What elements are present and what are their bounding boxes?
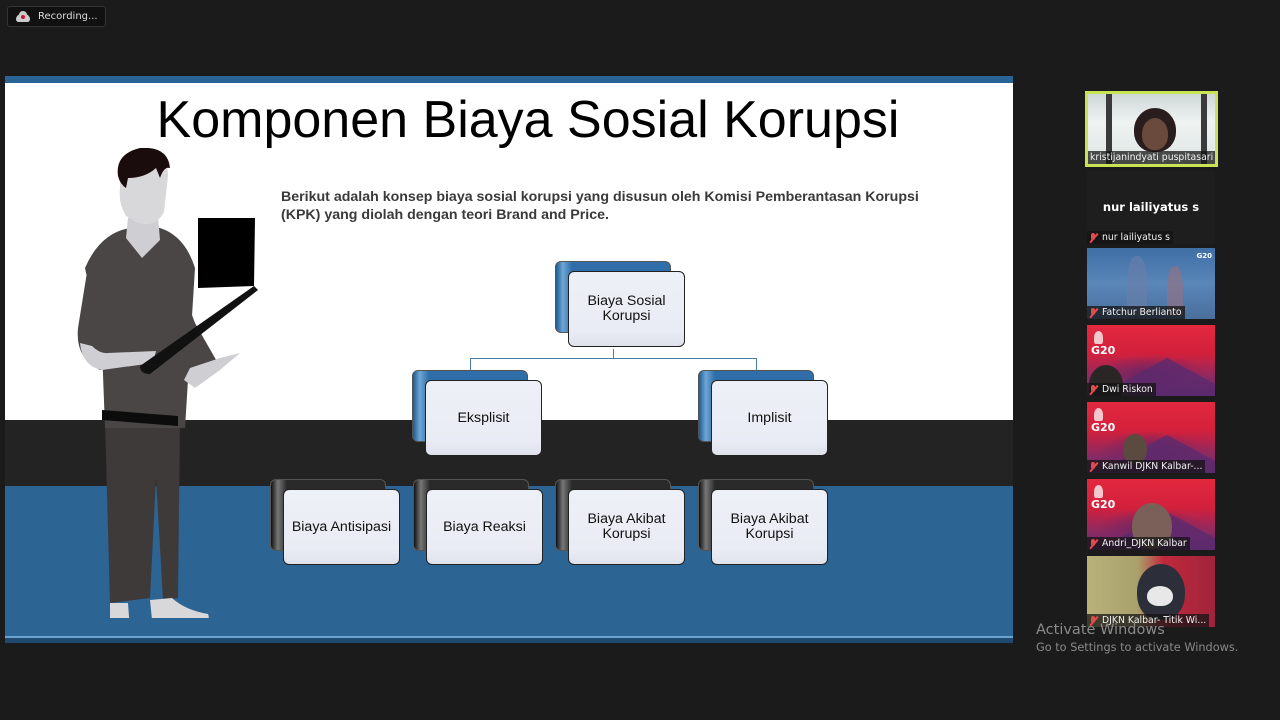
g20-logo: G20 [1091,485,1115,510]
participant-tile[interactable]: G20 Kanwil DJKN Kalbar-... [1087,402,1215,473]
org-node-label: Biaya Sosial Korupsi [568,271,685,347]
slide-bottom-edge [5,638,1013,643]
org-node-biaya-akibat-korupsi-1: Biaya Akibat Korupsi [555,479,685,565]
participant-display-name: nur lailiyatus s [1102,200,1200,214]
participant-name-label: DJKN Kalbar- Titik Wi... [1087,614,1210,627]
participant-video-person [1123,434,1147,464]
mic-muted-icon [1089,232,1098,243]
recording-label: Recording... [38,11,98,22]
participant-name-label: Dwi Riskon [1087,383,1156,396]
mic-muted-icon [1089,615,1098,626]
video-background-figure [1127,256,1147,316]
mic-muted-icon [1089,307,1098,318]
participant-name-label: Kanwil DJKN Kalbar-... [1087,460,1206,473]
video-window-frame [1201,94,1207,164]
participant-name-label: Fatchur Berlianto [1087,306,1185,319]
participant-tile[interactable]: DJKN Kalbar- Titik Wi... [1087,556,1215,627]
slide-intro-text: Berikut adalah konsep biaya sosial korup… [281,189,919,223]
participant-tile-active-speaker[interactable]: kristijanindyati puspitasari [1085,91,1218,167]
g20-logo: G20 [1091,331,1115,356]
org-node-label: Implisit [711,380,828,456]
org-node-root: Biaya Sosial Korupsi [555,261,685,347]
recording-indicator[interactable]: Recording... [7,6,106,27]
org-node-biaya-reaksi: Biaya Reaksi [413,479,543,565]
slide-title: Komponen Biaya Sosial Korupsi [156,91,900,149]
g20-logo-small: G20 [1196,252,1213,260]
participant-video-face [1142,118,1168,150]
participant-name-label: nur lailiyatus s [1087,231,1173,244]
g20-logo: G20 [1091,408,1115,433]
participant-name-label: Andri_DJKN Kalbar [1087,537,1190,550]
cloud-record-icon [16,10,30,22]
org-node-label: Biaya Akibat Korupsi [568,489,685,565]
participant-face-mask [1147,586,1173,606]
slide-top-bar [5,76,1013,83]
shared-slide: Komponen Biaya Sosial Korupsi Berikut ad… [5,76,1013,643]
video-background-figure [1167,266,1183,316]
org-node-label: Eksplisit [425,380,542,456]
activate-windows-watermark: Activate Windows Go to Settings to activ… [1036,621,1238,656]
participant-tile[interactable]: G20 Fatchur Berlianto [1087,248,1215,319]
mic-muted-icon [1089,384,1098,395]
participant-tile-audio-only[interactable]: nur lailiyatus s nur lailiyatus s [1087,171,1215,244]
org-node-label: Biaya Antisipasi [283,489,400,565]
chart-connector-horizontal [470,358,757,359]
org-node-biaya-antisipasi: Biaya Antisipasi [270,479,400,565]
org-node-label: Biaya Akibat Korupsi [711,489,828,565]
slide-blue-line [5,636,1013,638]
org-node-eksplisit: Eksplisit [412,370,542,456]
chart-connector-left-down [470,358,471,372]
participant-name-label: kristijanindyati puspitasari [1088,151,1215,164]
participant-tile[interactable]: G20 Dwi Riskon [1087,325,1215,396]
man-with-laptop-illustration [77,148,258,618]
watermark-title: Activate Windows [1036,622,1165,638]
org-node-biaya-akibat-korupsi-2: Biaya Akibat Korupsi [698,479,828,565]
chart-connector-root-down [613,349,614,359]
org-node-label: Biaya Reaksi [426,489,543,565]
watermark-subtitle: Go to Settings to activate Windows. [1036,641,1239,654]
org-node-implisit: Implisit [698,370,828,456]
video-window-frame [1106,94,1112,164]
mic-muted-icon [1089,538,1098,549]
chart-connector-right-down [756,358,757,372]
mic-muted-icon [1089,461,1098,472]
participant-tile[interactable]: G20 Andri_DJKN Kalbar [1087,479,1215,550]
